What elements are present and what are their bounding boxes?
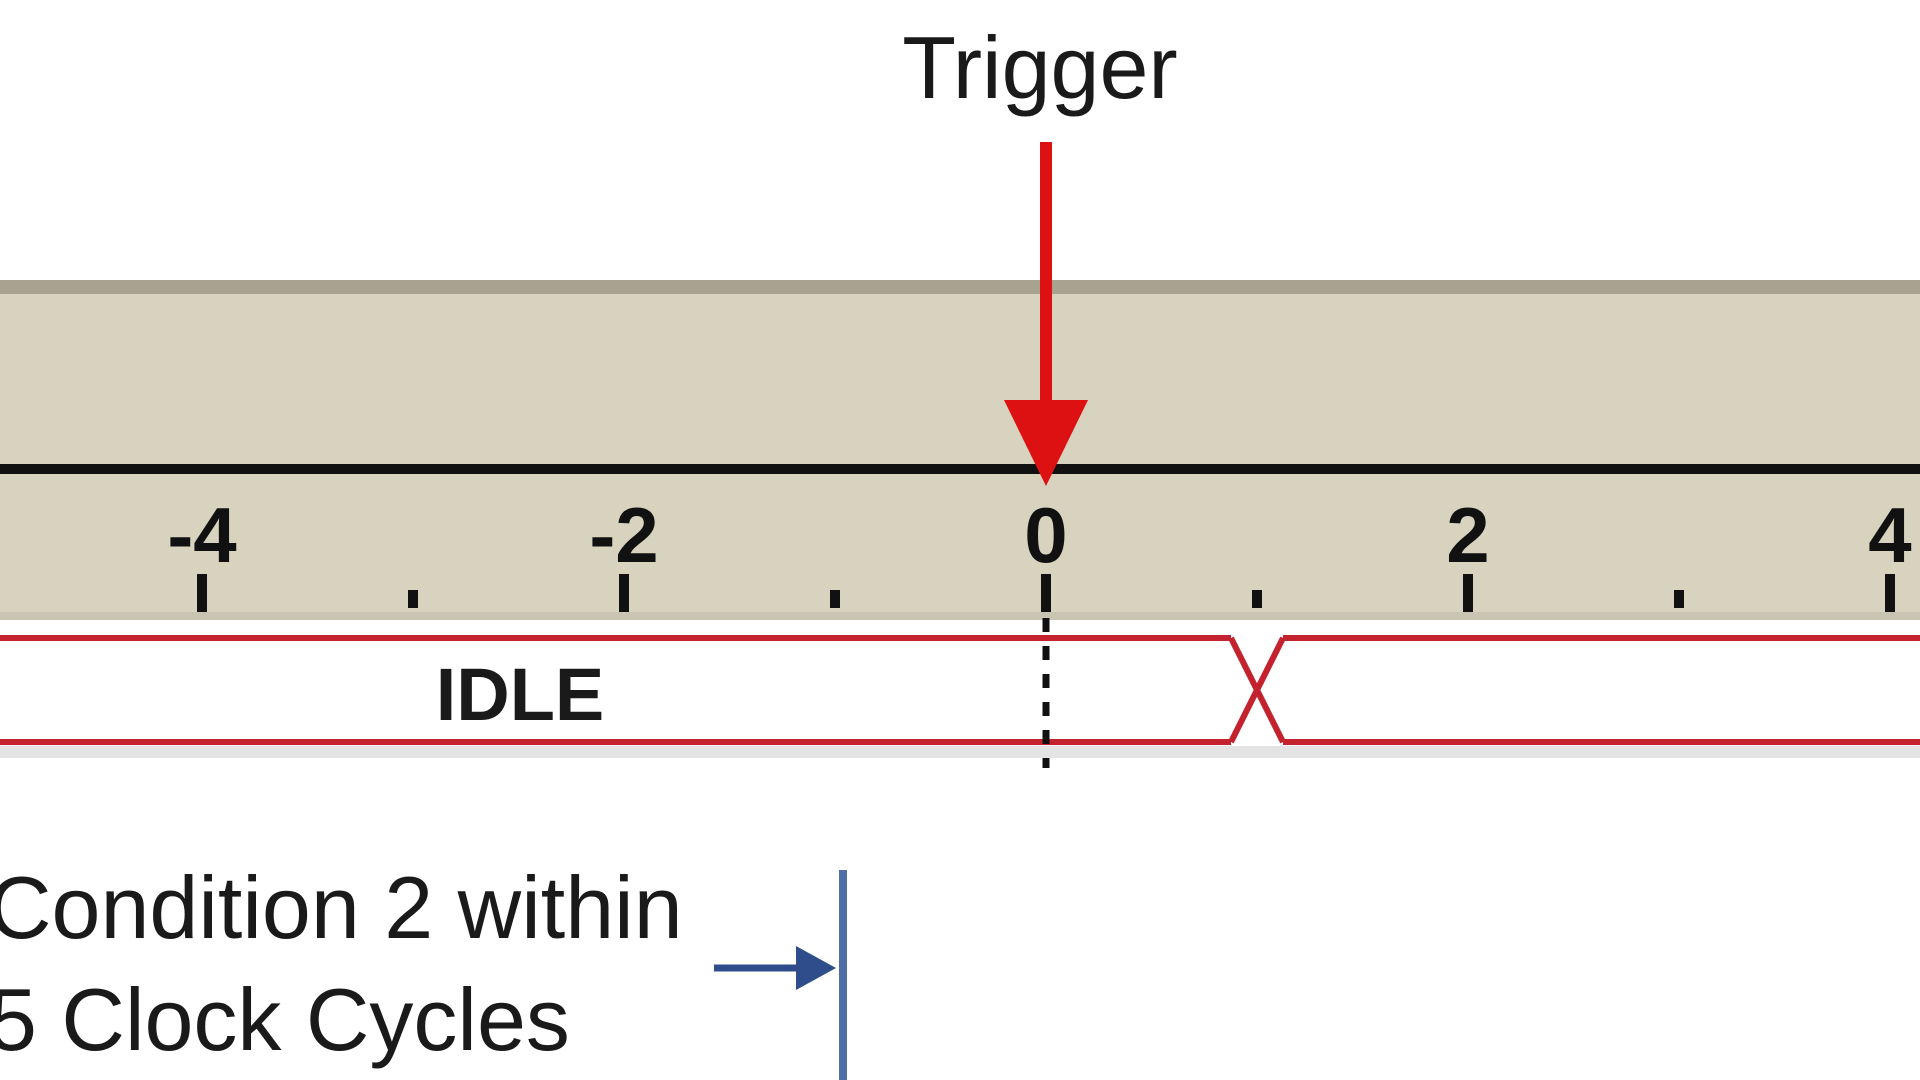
ruler-baseline xyxy=(0,464,1920,474)
annotation-line-1: Condition 2 within xyxy=(0,858,683,957)
minor-tick xyxy=(1252,590,1262,608)
ruler-bottom-edge xyxy=(0,612,1920,620)
tick-label: -2 xyxy=(589,491,658,579)
ruler-top-edge xyxy=(0,280,1920,294)
bus-signal-row: IDLE xyxy=(0,635,1920,758)
trigger-arrow xyxy=(1004,142,1088,486)
tick-label: -4 xyxy=(167,491,236,579)
bus-transition-diag-2 xyxy=(1228,636,1286,744)
tick-label: 4 xyxy=(1868,491,1911,579)
bus-background xyxy=(0,638,1920,742)
major-tick xyxy=(1885,574,1895,612)
bus-segment-label: IDLE xyxy=(436,653,605,736)
trigger-arrow-head xyxy=(1004,400,1088,486)
major-tick xyxy=(1463,574,1473,612)
minor-tick xyxy=(830,590,840,608)
tick-label: 0 xyxy=(1024,491,1067,579)
annotation-arrow-head xyxy=(796,946,836,990)
annotation-line-2: 5 Clock Cycles xyxy=(0,970,570,1069)
minor-tick xyxy=(1674,590,1684,608)
ruler-ticks: -4 -2 0 2 4 xyxy=(167,491,1912,612)
trigger-label: Trigger xyxy=(902,18,1177,117)
minor-tick xyxy=(408,590,418,608)
bus-shadow xyxy=(0,746,1920,758)
major-tick xyxy=(1041,574,1051,612)
ruler-band xyxy=(0,294,1920,616)
tick-label: 2 xyxy=(1446,491,1489,579)
major-tick xyxy=(197,574,207,612)
major-tick xyxy=(619,574,629,612)
